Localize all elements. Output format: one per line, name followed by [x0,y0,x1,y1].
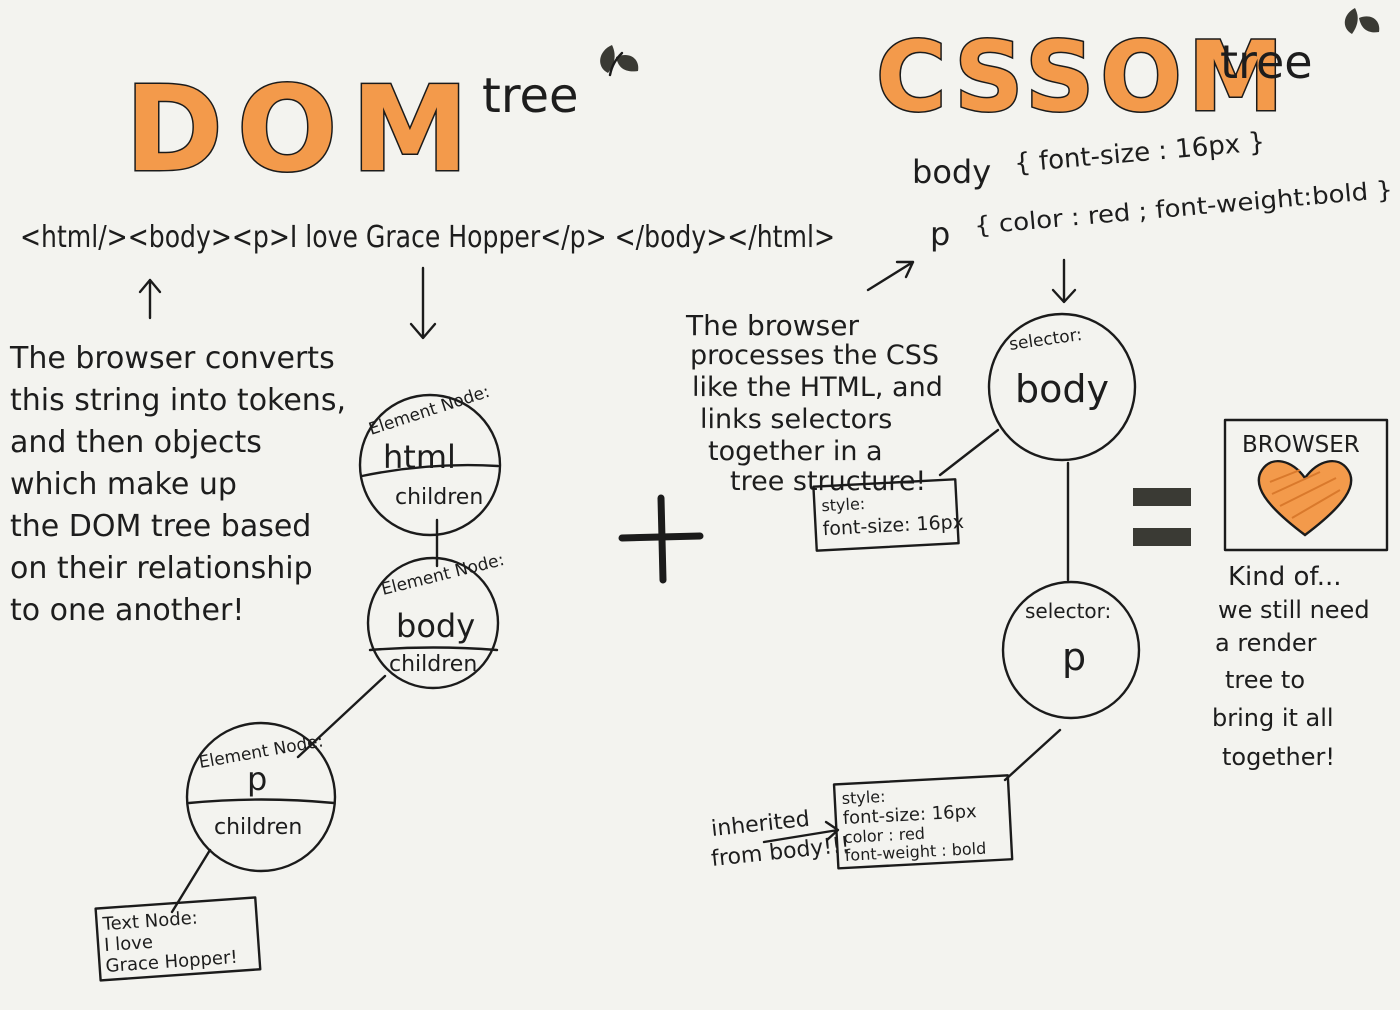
style-line: color : red [843,824,925,847]
browser-box: BROWSER [1223,418,1389,552]
text-node-line: I love [103,932,153,956]
html-string: <html/><body><p>I love Grace Hopper</p> … [20,220,835,255]
conclusion-line: we still need [1218,596,1370,624]
node-header: selector: [1025,599,1111,623]
node-value: body [1015,367,1109,411]
dom-explanation-line: on their relationship [10,551,313,586]
conclusion-line: bring it all [1212,704,1334,732]
node-value: p [1062,635,1086,679]
cssom-explanation-line: like the HTML, and [692,372,943,403]
cssom-style-edge [1003,728,1062,782]
cssom-node-body: selector: body [987,312,1137,462]
dom-explanation-line: which make up [10,467,237,502]
leaf-icon [600,45,639,77]
diagonal-arrow-icon [866,260,915,292]
dom-explanation-line: the DOM tree based [10,509,311,544]
style-line: style: [821,494,866,515]
cssom-style-edge [938,428,1000,477]
heart-icon [1257,459,1353,537]
cssom-title-tree: tree [1220,35,1313,89]
cssom-explanation-line: processes the CSS [690,340,939,371]
conclusion-line: together! [1222,743,1335,771]
dom-explanation: The browser converts this string into to… [9,341,346,628]
dom-title-tree: tree [482,68,579,124]
dom-node-body: Element Node: body children [366,550,506,690]
right-arrow-icon [762,820,840,844]
cssom-explanation-line: The browser [685,309,859,342]
leaf-icon [1344,8,1380,34]
node-header: selector: [1008,325,1083,355]
css-rule-p-selector: p [930,215,950,253]
dom-explanation-line: to one another! [10,593,244,628]
dom-explanation-line: and then objects [10,425,262,460]
browser-label: BROWSER [1242,432,1360,458]
dom-explanation-line: The browser converts [9,341,335,376]
style-line: font-size: 16px [822,511,964,540]
equals-icon: = [1133,488,1191,546]
cssom-title: CSSOM [876,21,1289,133]
node-footer: children [389,652,477,677]
conclusion-line: tree to [1225,666,1305,694]
cssom-explanation: The browser processes the CSS like the H… [685,309,943,497]
node-tag: html [383,438,456,476]
cssom-explanation-line: together in a [708,436,883,467]
conclusion: Kind of... we still need a render tree t… [1212,562,1370,771]
node-footer: children [395,485,483,510]
node-tag: p [247,760,267,798]
css-rule-body-decl: { font-size : 16px } [1013,127,1266,179]
up-arrow-icon [138,278,162,320]
css-rule-body-selector: body [912,153,991,191]
dom-explanation-line: this string into tokens, [10,383,346,418]
cssom-p-style-box: style: font-size: 16px color : red font-… [832,774,1014,870]
down-arrow-icon [1051,258,1077,304]
down-arrow-icon [409,266,437,340]
cssom-node-p: selector: p [1001,580,1141,720]
conclusion-line: Kind of... [1228,562,1341,592]
node-header: Element Node: [379,550,506,600]
dom-node-p: Element Node: p children [185,721,337,873]
style-line: style: [841,787,886,808]
cssom-explanation-line: links selectors [700,404,892,435]
css-rule-p-decl: { color : red ; font-weight:bold } [973,175,1394,239]
dom-title: DOM [125,60,483,198]
node-footer: children [214,815,302,840]
dom-node-html: Element Node: html children [358,382,502,537]
node-tag: body [396,607,475,645]
conclusion-line: a render [1215,629,1317,657]
plus-icon: + [618,494,704,584]
text-node-box: Text Node: I love Grace Hopper! [94,896,262,982]
